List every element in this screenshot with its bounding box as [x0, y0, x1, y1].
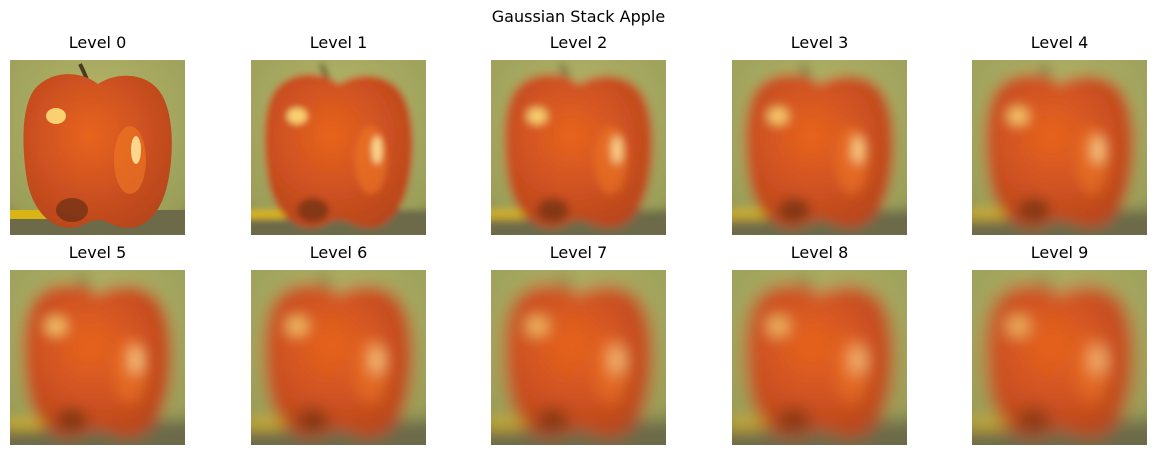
apple-image	[491, 60, 666, 235]
apple-image	[491, 270, 666, 445]
level-title: Level 9	[1030, 243, 1089, 262]
figure-title: Gaussian Stack Apple	[491, 7, 666, 26]
level-title: Level 5	[68, 243, 127, 262]
level-title: Level 3	[790, 33, 849, 52]
apple-image	[251, 270, 426, 445]
level-title: Level 1	[309, 33, 368, 52]
level-title: Level 6	[309, 243, 368, 262]
apple-image	[251, 60, 426, 235]
apple-image	[732, 270, 907, 445]
level-title: Level 0	[68, 33, 127, 52]
apple-image	[732, 60, 907, 235]
level-title: Level 2	[549, 33, 608, 52]
level-title: Level 4	[1030, 33, 1089, 52]
level-title: Level 8	[790, 243, 849, 262]
level-title: Level 7	[549, 243, 608, 262]
apple-image	[10, 270, 185, 445]
apple-image	[10, 60, 185, 235]
apple-image	[972, 270, 1147, 445]
apple-image	[972, 60, 1147, 235]
